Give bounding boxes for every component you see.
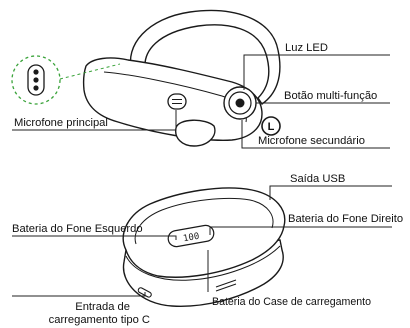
label-right-battery: Bateria do Fone Direito (288, 213, 403, 225)
case-slot (215, 279, 237, 288)
label-case-battery: Bateria do Case de carregamento (212, 296, 371, 308)
earbud-leaders (12, 54, 390, 149)
label-multi-button: Botão multi-função (284, 90, 377, 102)
left-side-marker: L (261, 116, 281, 136)
main-mic-callout (11, 55, 121, 105)
label-usb-out: Saída USB (290, 173, 345, 185)
right-battery-leader (209, 226, 392, 235)
label-main-mic: Microfone principal (14, 117, 108, 129)
type-c-leader (12, 292, 146, 297)
ear-tip (175, 119, 216, 147)
earbud-illustration: L (11, 9, 281, 147)
charging-case-illustration: 100 (122, 187, 286, 307)
left-battery-leader (12, 235, 177, 240)
led-leader (243, 54, 390, 90)
secondary-mic-leader (241, 120, 390, 149)
label-type-c-line2: carregamento tipo C (49, 314, 150, 326)
usb-out-leader (269, 185, 392, 200)
label-secondary-mic: Microfone secundário (258, 135, 365, 147)
label-led: Luz LED (285, 42, 328, 54)
case-lid-inner (134, 198, 274, 245)
ear-hook (129, 9, 281, 105)
label-type-c-line1: Entrada de (75, 301, 130, 313)
main-mic-slot (167, 93, 187, 110)
multi-function-button (223, 86, 257, 120)
main-mic-leader (12, 110, 177, 131)
case-leaders (12, 185, 392, 297)
case-slot (215, 283, 237, 292)
label-left-battery: Bateria do Fone Esquerdo (12, 223, 143, 235)
battery-display (167, 224, 215, 248)
case-seam (125, 245, 281, 281)
svg-text:L: L (268, 121, 275, 133)
battery-display-value: 100 (182, 232, 200, 245)
